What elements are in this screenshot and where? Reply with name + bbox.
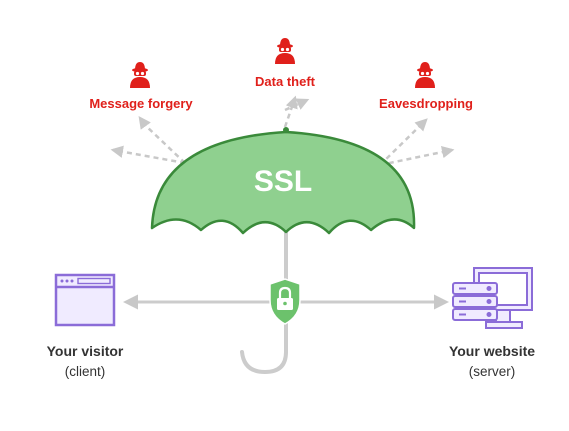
server-title: Your website xyxy=(448,343,536,359)
client-subtitle: (client) xyxy=(64,364,106,379)
browser-window-icon xyxy=(54,273,116,327)
threat-arrow-right xyxy=(379,118,428,166)
spy-icon xyxy=(130,62,150,88)
threat-label-message-forgery: Message forgery xyxy=(89,96,193,111)
threat-arrow-left xyxy=(144,124,186,164)
client-title: Your visitor xyxy=(46,343,124,359)
threat-arrow-center-side xyxy=(284,98,310,112)
umbrella-handle xyxy=(240,230,288,375)
threat-label-eavesdropping: Eavesdropping xyxy=(379,96,473,111)
server-subtitle: (server) xyxy=(468,364,516,379)
server-icon xyxy=(452,267,533,329)
threat-label-data-theft: Data theft xyxy=(255,74,315,89)
spy-icon xyxy=(275,38,295,64)
threat-arrow-right-short xyxy=(379,145,455,167)
threat-arrow-left-up xyxy=(138,115,151,130)
ssl-label: SSL xyxy=(254,165,312,198)
umbrella-canopy xyxy=(150,130,416,235)
umbrella-tip xyxy=(283,127,289,133)
threat-arrow-center xyxy=(283,95,298,128)
threat-arrows xyxy=(110,95,455,167)
threat-arrow-left-short xyxy=(110,145,186,165)
padlock-shield-icon xyxy=(269,278,301,325)
spy-icon xyxy=(415,62,435,88)
